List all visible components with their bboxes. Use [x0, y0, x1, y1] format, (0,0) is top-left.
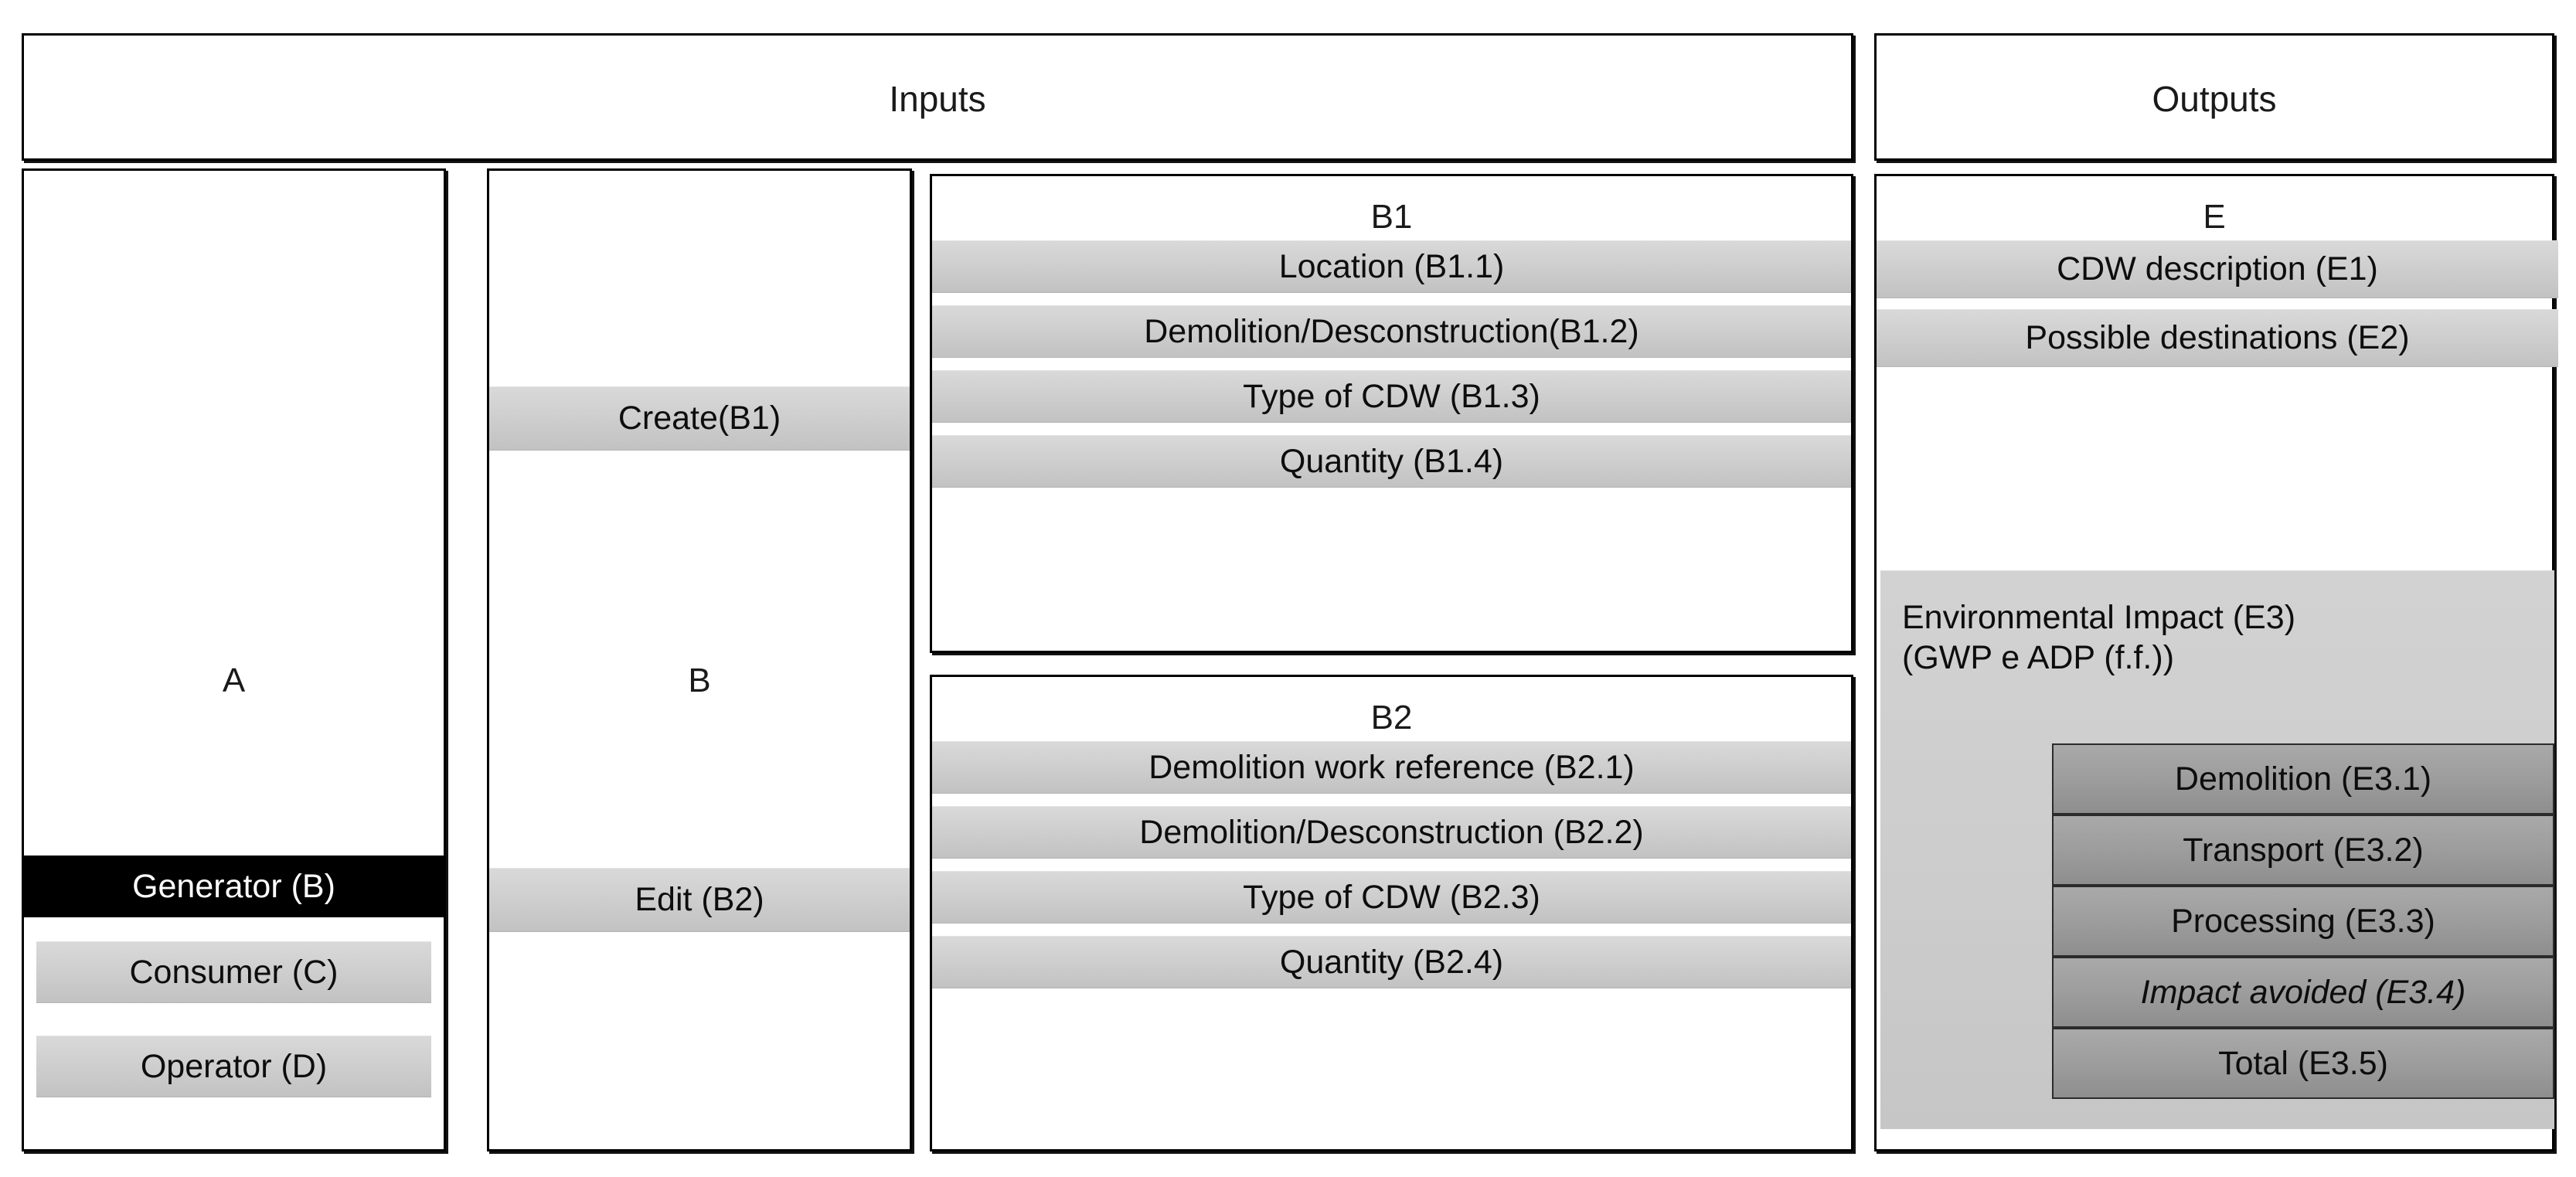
field-b1-demolition-desconstruction[interactable]: Demolition/Desconstruction(B1.2): [932, 305, 1851, 358]
actor-consumer-c[interactable]: Consumer (C): [36, 941, 431, 1003]
field-b2-type-of-cdw[interactable]: Type of CDW (B2.3): [932, 871, 1851, 924]
output-environmental-impact-e3-label: Environmental Impact (E3) (GWP e ADP (f.…: [1902, 599, 2296, 677]
field-b1-quantity[interactable]: Quantity (B1.4): [932, 435, 1851, 488]
panel-b2-title: B2: [1370, 699, 1413, 736]
field-b2-demolition-desconstruction[interactable]: Demolition/Desconstruction (B2.2): [932, 806, 1851, 859]
output-e3-total[interactable]: Total (E3.5): [2052, 1028, 2554, 1099]
column-a-panel: A Generator (B) Consumer (C) Operator (D…: [22, 168, 446, 1151]
output-possible-destinations-e2[interactable]: Possible destinations (E2): [1877, 309, 2558, 367]
field-b1-type-of-cdw[interactable]: Type of CDW (B1.3): [932, 370, 1851, 423]
action-edit-b2[interactable]: Edit (B2): [489, 868, 910, 932]
column-b-letter: B: [688, 662, 711, 699]
column-a-letter: A: [222, 662, 246, 699]
output-e3-demolition[interactable]: Demolition (E3.1): [2052, 743, 2554, 815]
output-cdw-description-e1[interactable]: CDW description (E1): [1877, 240, 2558, 298]
action-create-b1[interactable]: Create(B1): [489, 386, 910, 451]
inputs-header-title: Inputs: [889, 79, 986, 119]
inputs-header-box: Inputs: [22, 33, 1853, 161]
output-environmental-impact-e3-group: Environmental Impact (E3) (GWP e ADP (f.…: [1880, 570, 2554, 1129]
outputs-header-box: Outputs: [1874, 33, 2554, 161]
panel-e-title: E: [2203, 198, 2226, 236]
output-e3-impact-avoided[interactable]: Impact avoided (E3.4): [2052, 957, 2554, 1028]
field-b2-quantity[interactable]: Quantity (B2.4): [932, 936, 1851, 988]
panel-e: E CDW description (E1) Possible destinat…: [1874, 174, 2558, 1151]
outputs-header-title: Outputs: [2152, 79, 2277, 119]
column-b-panel: B Create(B1) Edit (B2): [487, 168, 912, 1151]
output-e3-transport[interactable]: Transport (E3.2): [2052, 815, 2554, 886]
actor-operator-d[interactable]: Operator (D): [36, 1036, 431, 1097]
panel-b1-title: B1: [1370, 198, 1413, 236]
actor-generator-b[interactable]: Generator (B): [24, 856, 444, 917]
field-b1-location[interactable]: Location (B1.1): [932, 240, 1851, 293]
panel-b2: B2 Demolition work reference (B2.1) Demo…: [930, 675, 1853, 1151]
panel-b1: B1 Location (B1.1) Demolition/Desconstru…: [930, 174, 1853, 653]
output-e3-processing[interactable]: Processing (E3.3): [2052, 886, 2554, 957]
field-b2-demolition-work-reference[interactable]: Demolition work reference (B2.1): [932, 741, 1851, 794]
